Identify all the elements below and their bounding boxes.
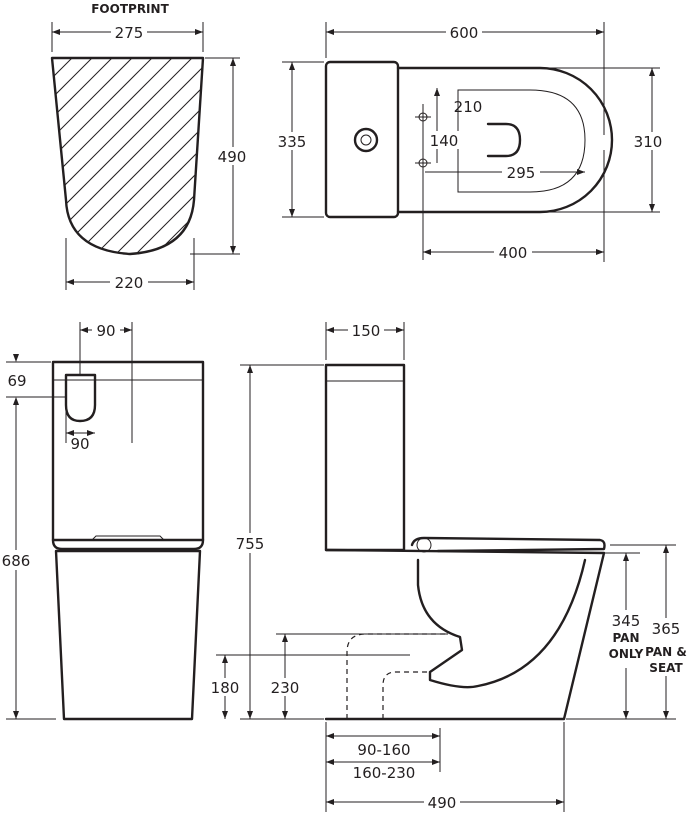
front-view: 90 69 90 686 [2, 321, 205, 721]
seat-hole-to-front-label: 295 [507, 164, 536, 182]
pan-height-caption-line2: ONLY [609, 647, 644, 661]
side-total-height-label: 755 [236, 535, 265, 553]
plan-cistern [324, 60, 400, 219]
front-button-offset-label: 90 [96, 322, 115, 340]
plan-bowl-outline [396, 66, 614, 214]
plan-bowl-opening [486, 122, 522, 158]
front-overall-height-label: 686 [2, 552, 31, 570]
side-cistern-depth-label: 150 [352, 322, 381, 340]
pan-seat-caption-line2: SEAT [649, 661, 683, 675]
plan-view: 600 335 310 210 140 295 400 [276, 22, 670, 262]
plan-seat-opening [457, 89, 586, 193]
side-overall-depth-label: 490 [428, 794, 457, 812]
footprint-bottom-width-label: 220 [115, 274, 144, 292]
outlet-high-height-label: 230 [271, 679, 300, 697]
side-view: 150 755 180 230 345 PAN ONLY [209, 321, 687, 812]
front-button-icon [64, 373, 97, 423]
side-cistern [324, 363, 406, 552]
front-seat-lid [51, 538, 205, 551]
side-pan [324, 548, 606, 721]
outlet-low-height-label: 180 [211, 679, 240, 697]
flush-button-icon [353, 127, 379, 153]
pan-height-caption-line1: PAN [612, 631, 639, 645]
plan-bowl-width-label: 310 [634, 133, 663, 151]
footprint-title: FOOTPRINT [91, 2, 169, 16]
side-seat [410, 536, 606, 553]
seat-hole-dim-140-label: 140 [430, 132, 459, 150]
front-button-width-label: 90 [70, 435, 89, 453]
seat-hole-dim-210-label: 210 [454, 98, 483, 116]
front-pan [54, 549, 202, 721]
pan-seat-height-label: 365 [652, 620, 681, 638]
setout-range-a-label: 90-160 [357, 741, 410, 759]
front-button-top-label: 69 [7, 372, 26, 390]
outlet-dashed-high [346, 633, 446, 719]
plan-overall-length-label: 600 [450, 24, 479, 42]
footprint-top-width-label: 275 [115, 24, 144, 42]
outlet-dashed-low [382, 671, 430, 719]
footprint-outline [50, 56, 205, 256]
footprint-view: FOOTPRINT 275 490 220 [50, 2, 248, 292]
pan-seat-caption-line1: PAN & [645, 645, 687, 659]
front-cistern [51, 360, 205, 542]
side-trapway [416, 558, 587, 689]
setout-range-b-label: 160-230 [353, 764, 416, 782]
plan-cistern-depth-label: 335 [278, 133, 307, 151]
seat-hole-to-rear-label: 400 [499, 244, 528, 262]
pan-height-label: 345 [612, 612, 641, 630]
footprint-height-label: 490 [218, 148, 247, 166]
